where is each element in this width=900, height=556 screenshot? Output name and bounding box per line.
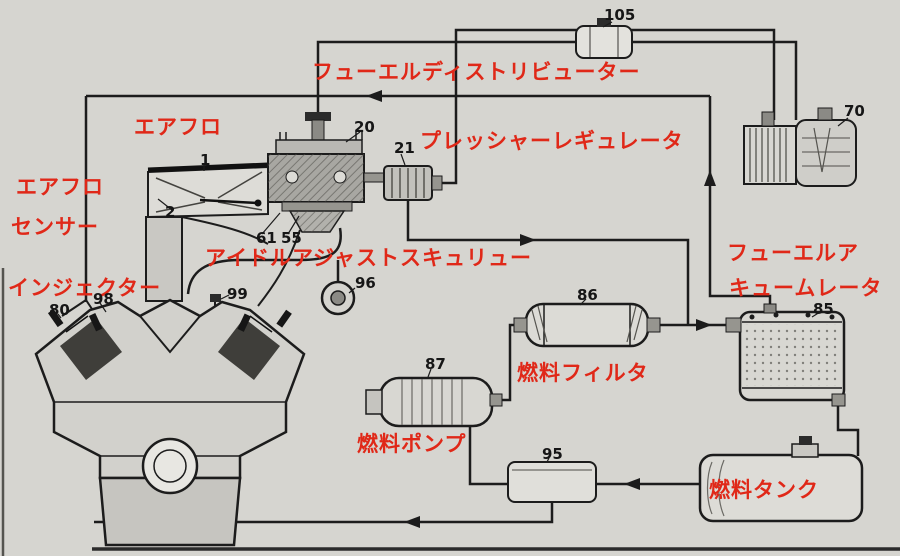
part-number-99: 99 <box>227 285 248 303</box>
part-number-1: 1 <box>200 151 211 169</box>
arrow-left-tank <box>624 478 640 490</box>
part-number-105: 105 <box>604 6 636 24</box>
label-fuel-accumulator-line1: フューエルア <box>727 241 859 265</box>
label-airflow-sensor-line1: エアフロ <box>16 175 104 199</box>
part-number-21: 21 <box>394 139 415 157</box>
label-airflow-meter: エアフロ <box>134 115 222 139</box>
airflow-meter-illustration <box>145 162 269 302</box>
part-number-80: 80 <box>49 301 70 319</box>
leader-lines <box>57 21 849 463</box>
arrow-right-filter <box>696 319 712 331</box>
part-number-61: 61 <box>256 229 277 247</box>
part-number-86: 86 <box>577 286 598 304</box>
label-fuel-pump: 燃料ポンプ <box>357 432 467 456</box>
part-number-20: 20 <box>354 118 375 136</box>
label-fuel-tank: 燃料タンク <box>709 478 819 502</box>
arrow-up-right <box>704 170 716 186</box>
engine-illustration <box>34 298 306 547</box>
arrow-left-bottom <box>404 516 420 528</box>
scan-border <box>1 268 900 556</box>
label-airflow-sensor-line2: センサー <box>11 215 99 239</box>
fuel-accumulator-illustration <box>725 303 846 407</box>
part-number-70: 70 <box>844 102 865 120</box>
part-number-87: 87 <box>425 355 446 373</box>
unit-70-illustration <box>743 107 857 187</box>
label-idle-adjust-screw: アイドルアジャストスキュリュー <box>205 246 533 270</box>
fuel-tank-illustration <box>698 436 864 523</box>
piping <box>61 28 860 524</box>
part-number-95: 95 <box>542 445 563 463</box>
arrow-left-top <box>366 90 382 102</box>
fuel-pump-illustration <box>365 376 503 428</box>
valve-96-illustration <box>320 280 356 316</box>
label-fuel-filter: 燃料フィルタ <box>517 361 649 385</box>
part-95-illustration <box>507 461 597 503</box>
part-number-55: 55 <box>281 229 302 247</box>
pressure-regulator-illustration <box>383 165 443 201</box>
flow-arrows <box>366 90 716 528</box>
fuel-distributor-illustration <box>267 112 385 233</box>
arrow-right-mid <box>520 234 536 246</box>
canister-105-illustration <box>575 18 633 59</box>
label-fuel-accumulator-line2: キュームレータ <box>729 276 883 300</box>
fuel-filter-illustration <box>513 302 661 348</box>
part-number-2: 2 <box>165 203 176 221</box>
part-number-98: 98 <box>93 290 114 308</box>
part-number-85: 85 <box>813 300 834 318</box>
label-injector: インジェクター <box>8 276 162 300</box>
label-fuel-distributor: フューエルディストリビューター <box>312 60 641 84</box>
part-number-96: 96 <box>355 274 376 292</box>
label-pressure-regulator: プレッシャーレギュレータ <box>420 129 684 153</box>
